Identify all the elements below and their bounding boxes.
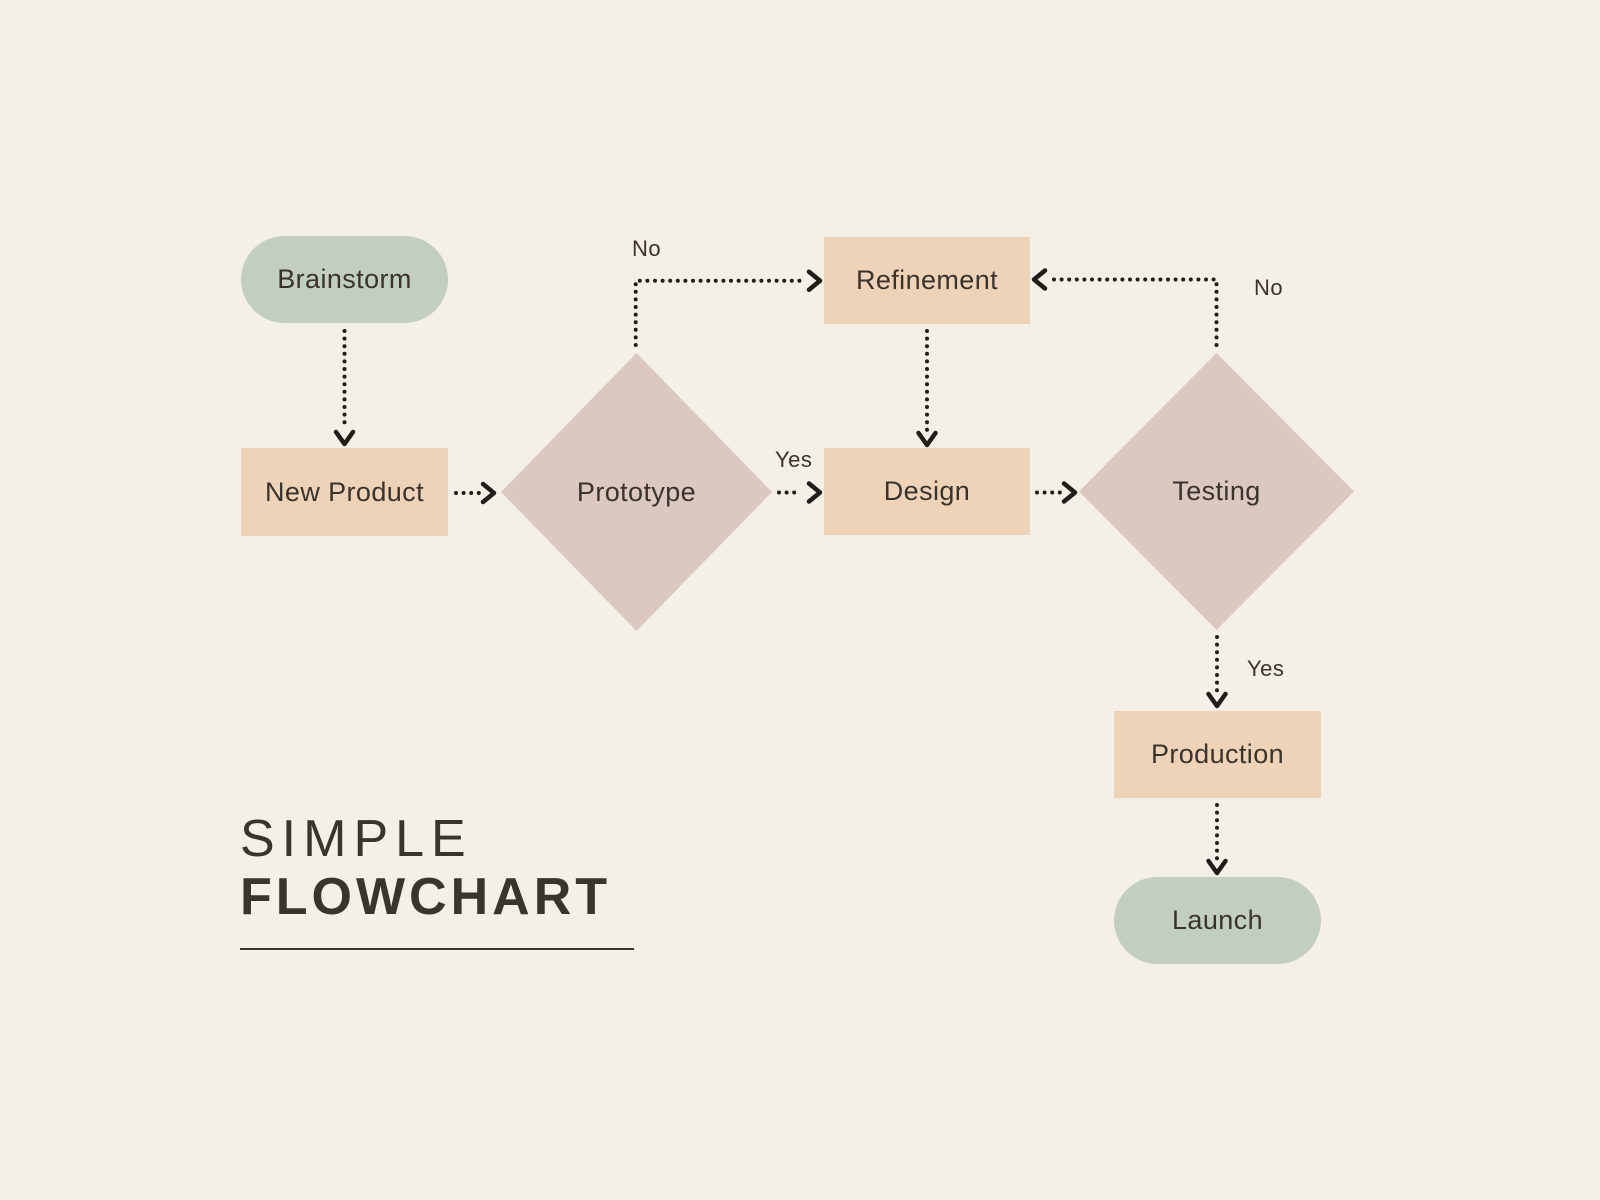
arrowhead-down-icon: [916, 430, 938, 448]
edge-label-testing-yes: Yes: [1247, 656, 1285, 681]
node-refinement: Refinement: [824, 237, 1030, 324]
node-prototype-label: Prototype: [576, 476, 697, 507]
arrowhead-down-icon: [1206, 858, 1228, 876]
title-line-simple: SIMPLE: [240, 810, 473, 868]
node-launch-label: Launch: [1172, 905, 1263, 935]
edge-label-prototype-yes: Yes: [775, 447, 813, 472]
arrowhead-down-icon: [333, 429, 356, 447]
node-design: Design: [824, 448, 1030, 535]
node-refinement-label: Refinement: [855, 265, 999, 295]
node-new-product-label: New Product: [265, 476, 424, 507]
title-underline: [240, 948, 634, 951]
node-launch: Launch: [1114, 877, 1321, 964]
arrowhead-right-icon: [806, 269, 823, 292]
chart-title: SIMPLE FLOWCHART: [240, 810, 634, 951]
node-testing-label: Testing: [1172, 476, 1261, 506]
node-production-label: Production: [1150, 739, 1285, 769]
arrowhead-down-icon: [1206, 691, 1228, 709]
arrowhead-right-icon: [806, 481, 823, 504]
node-brainstorm-label: Brainstorm: [277, 264, 412, 294]
node-brainstorm: Brainstorm: [241, 236, 448, 323]
arrowhead-left-icon: [1031, 268, 1048, 291]
edge-label-prototype-no: No: [632, 236, 662, 261]
node-production: Production: [1114, 711, 1321, 798]
node-design-label: Design: [883, 476, 971, 506]
connector-testing-refinement-no: [1052, 277, 1219, 347]
arrowhead-right-icon: [1061, 481, 1078, 504]
arrowhead-right-icon: [480, 481, 497, 505]
edge-label-testing-no: No: [1254, 275, 1284, 300]
node-new-product: New Product: [241, 448, 448, 536]
connector-prototype-refinement-no: [633, 278, 802, 347]
title-line-flowchart: FLOWCHART: [240, 868, 612, 927]
